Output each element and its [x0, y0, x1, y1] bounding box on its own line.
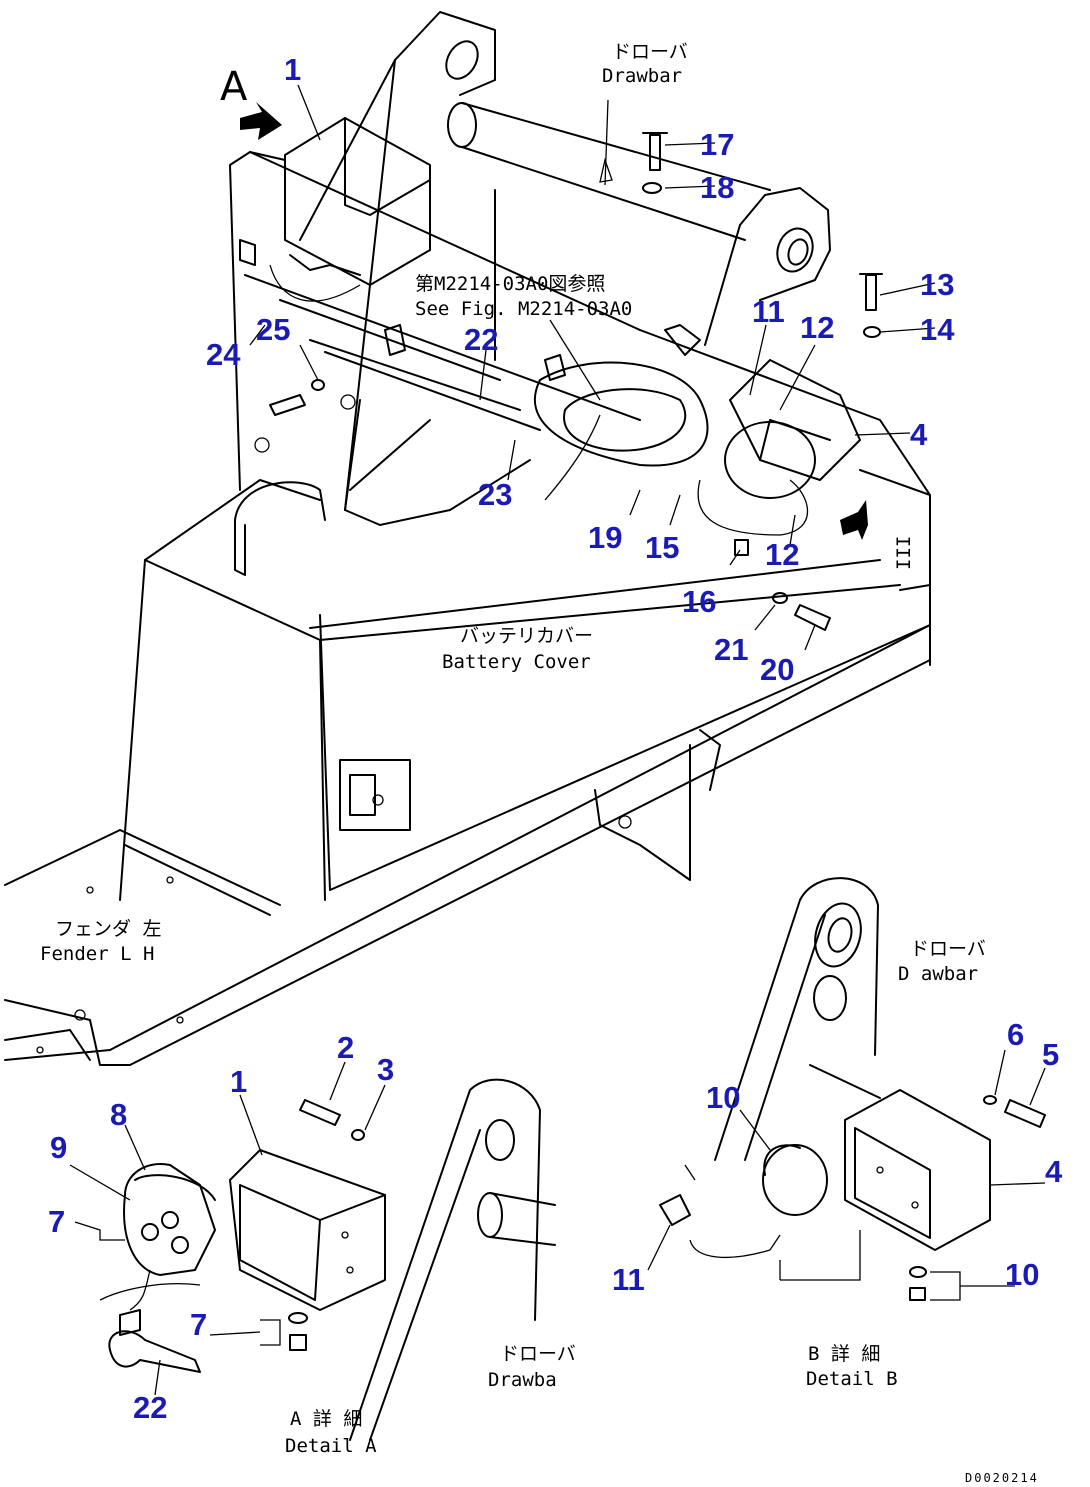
callout-11-main: 11 [752, 294, 785, 329]
drawbar-a-jp-label: ドローバ [500, 1343, 576, 1365]
view-a-arrow-icon [240, 102, 282, 140]
callout-10-low: 10 [1005, 1257, 1039, 1292]
drawbar-a-en-label: Drawba [488, 1369, 557, 1391]
battery-cover-en-label: Battery Cover [442, 651, 591, 673]
svg-text:III: III [893, 536, 915, 570]
fender-jp-label: フェンダ 左 [55, 918, 161, 940]
callout-15: 15 [645, 530, 679, 565]
drawing-code-label: D0020214 [965, 1471, 1039, 1485]
callout-19: 19 [588, 520, 622, 555]
callout-12-top: 12 [800, 310, 834, 345]
drawbar-top-jp-label: ドローバ [612, 41, 688, 63]
callout-25: 25 [256, 312, 290, 347]
view-arrows [240, 102, 868, 540]
callout-10-top: 10 [706, 1080, 740, 1115]
battery-cover [119, 479, 931, 901]
detail-a-en-label: Detail A [285, 1435, 377, 1457]
drawbar-right-arm [704, 187, 831, 346]
detail-a-jp-label: A 詳 細 [290, 1408, 362, 1430]
callout-9: 9 [50, 1130, 67, 1165]
callout-4-main: 4 [910, 417, 928, 452]
callout-8: 8 [110, 1097, 127, 1132]
callout-1-detail: 1 [230, 1064, 247, 1099]
callout-13: 13 [920, 267, 954, 302]
callout-3: 3 [377, 1052, 394, 1087]
detail-b-en-label: Detail B [806, 1368, 898, 1390]
callout-18: 18 [700, 170, 734, 205]
callout-23: 23 [478, 477, 512, 512]
callout-24: 24 [206, 337, 241, 372]
callout-21: 21 [714, 632, 748, 667]
reference-en-label: See Fig. M2214-03A0 [415, 298, 632, 320]
callout-7-low: 7 [190, 1307, 207, 1342]
callout-4-detail: 4 [1045, 1154, 1063, 1189]
drawbar-top-en-label: Drawbar [602, 65, 682, 87]
detail-a-drawing [69, 1061, 556, 1441]
frame-rails [4, 624, 931, 1066]
callout-14: 14 [920, 312, 955, 347]
leader-lines-main [249, 84, 936, 651]
callout-6: 6 [1007, 1017, 1024, 1052]
callout-2: 2 [337, 1030, 354, 1065]
battery-cover-jp-label: バッテリカバー [460, 625, 593, 647]
view-a-letter: A [220, 64, 248, 110]
hardware-bolts [269, 132, 883, 631]
drawbar-b-jp-label: ドローバ [910, 938, 986, 960]
work-lamp-rear [239, 117, 431, 356]
drawbar-left-arm [299, 11, 496, 511]
drawbar-tube [447, 102, 771, 241]
drawbar-b-en-label: D awbar [898, 963, 978, 985]
reference-jp-label: 第M2214-03A0図参照 [415, 273, 605, 295]
fender-en-label: Fender L H [40, 943, 154, 965]
callout-22-main: 22 [464, 322, 498, 357]
rear-housing: III [229, 151, 931, 591]
callout-5: 5 [1042, 1037, 1059, 1072]
callout-7-top: 7 [48, 1204, 65, 1239]
detail-b-jp-label: B 詳 細 [808, 1343, 880, 1365]
callout-17: 17 [700, 127, 734, 162]
detail-b-drawing [647, 877, 1046, 1301]
callout-12-low: 12 [765, 537, 799, 572]
callout-11-detail: 11 [612, 1262, 645, 1297]
view-b-arrow-icon [840, 500, 868, 540]
work-lamp-front [534, 324, 861, 536]
callout-1-main: 1 [284, 52, 301, 87]
callout-20: 20 [760, 652, 794, 687]
callout-16: 16 [682, 584, 716, 619]
callout-22-detail: 22 [133, 1390, 167, 1425]
